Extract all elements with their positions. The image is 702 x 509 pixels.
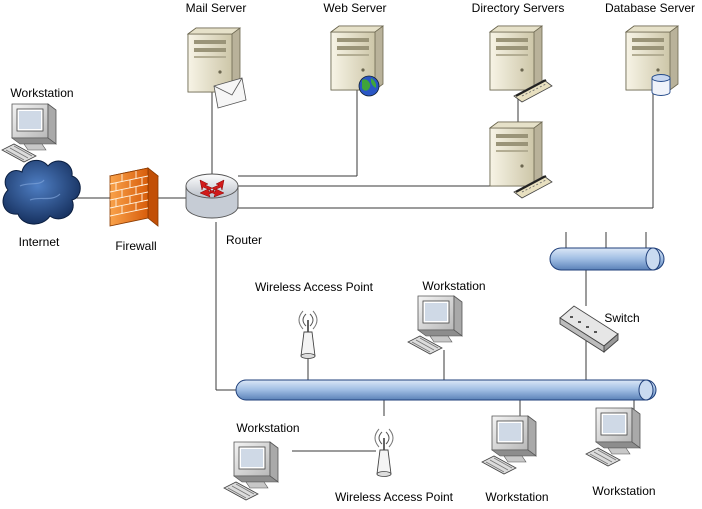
workstation-bottom-mid bbox=[481, 415, 537, 475]
workstation-top-left-label: Workstation bbox=[10, 86, 73, 100]
globe-icon bbox=[358, 75, 380, 97]
database-server-label: Database Server bbox=[605, 1, 695, 15]
directory-servers-label: Directory Servers bbox=[472, 1, 565, 15]
directory-drive-icon bbox=[513, 79, 553, 103]
internet-label: Internet bbox=[19, 235, 60, 249]
workstation-top-left bbox=[1, 103, 57, 163]
wap-upper-label: Wireless Access Point bbox=[255, 280, 374, 294]
wap-lower bbox=[374, 428, 394, 478]
database-server bbox=[625, 25, 679, 96]
directory-drive-icon bbox=[513, 175, 553, 199]
wap-upper bbox=[298, 310, 318, 360]
switch-label: Switch bbox=[604, 311, 639, 325]
network-backbone-bus bbox=[235, 379, 657, 401]
workstation-mid bbox=[407, 295, 463, 355]
directory-server-2 bbox=[489, 121, 553, 199]
web-server-label: Web Server bbox=[323, 1, 386, 15]
cloud-icon bbox=[2, 159, 81, 225]
workstation-bottom-left-label: Workstation bbox=[236, 421, 299, 435]
workstation-bottom-right bbox=[585, 407, 641, 467]
switch-bus bbox=[549, 247, 665, 271]
switch-icon bbox=[559, 305, 619, 353]
database-icon bbox=[651, 74, 671, 96]
firewall-icon bbox=[109, 167, 159, 227]
router-label: Router bbox=[226, 233, 262, 247]
firewall-label: Firewall bbox=[115, 239, 156, 253]
mail-server bbox=[187, 27, 247, 109]
web-server bbox=[330, 25, 384, 97]
router-icon bbox=[185, 173, 239, 219]
wap-lower-label: Wireless Access Point bbox=[335, 490, 454, 504]
workstation-mid-label: Workstation bbox=[422, 279, 485, 293]
workstation-bottom-mid-label: Workstation bbox=[485, 490, 548, 504]
envelope-icon bbox=[213, 77, 247, 109]
workstation-bottom-left bbox=[223, 441, 279, 501]
mail-server-label: Mail Server bbox=[186, 1, 247, 15]
connection-lines bbox=[76, 90, 654, 452]
workstation-bottom-right-label: Workstation bbox=[592, 484, 655, 498]
directory-server-1 bbox=[489, 25, 553, 103]
